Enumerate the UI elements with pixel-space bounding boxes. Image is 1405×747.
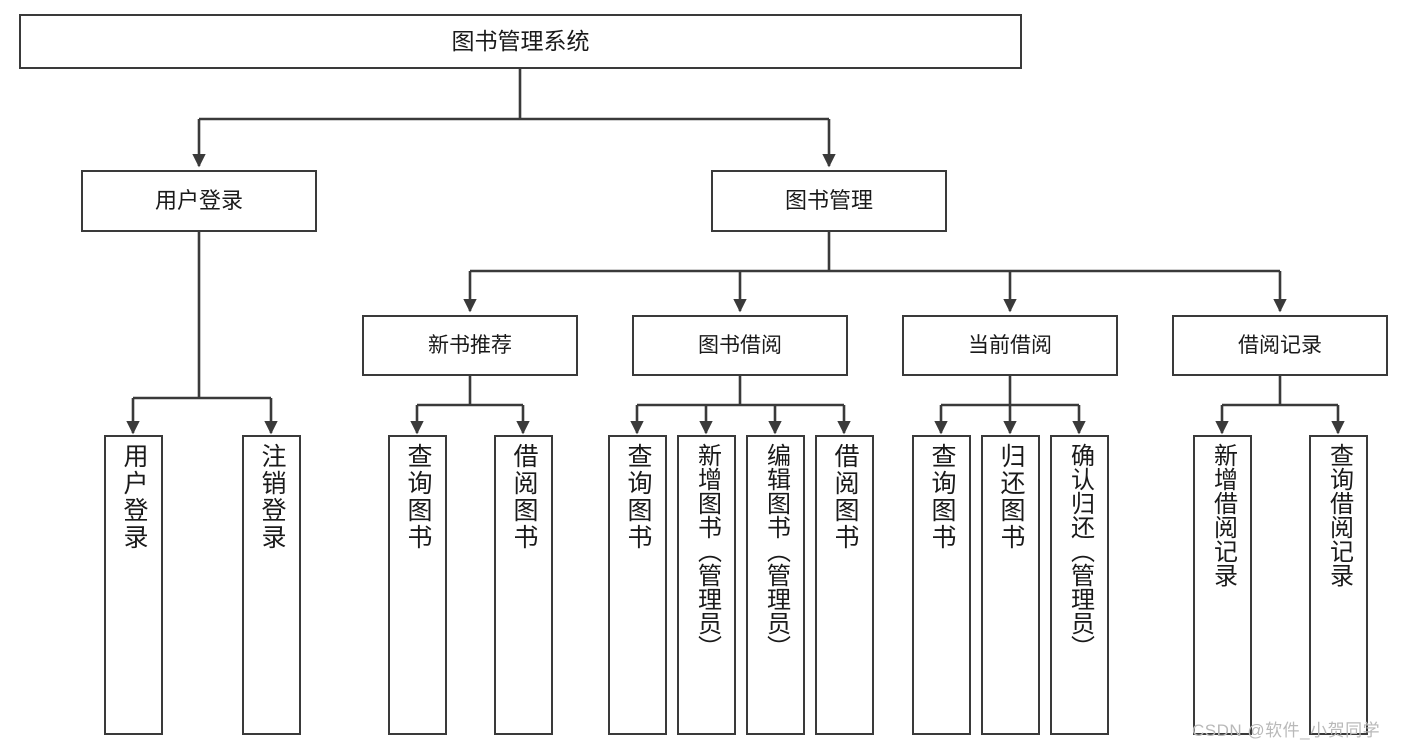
node-label: 新书推荐 <box>428 333 512 357</box>
leaf-book-borrow-add[interactable]: 新增图书（管理员） <box>677 435 736 735</box>
leaf-new-book-borrow[interactable]: 借阅图书 <box>494 435 553 735</box>
watermark: CSDN @软件_小贺同学 <box>1192 721 1381 740</box>
node-root-system[interactable]: 图书管理系统 <box>19 14 1022 69</box>
node-label: 归还图书 <box>997 443 1025 551</box>
node-label: 新增图书（管理员） <box>693 443 721 659</box>
node-label: 确认归还（管理员） <box>1066 443 1094 659</box>
leaf-borrow-record-query[interactable]: 查询借阅记录 <box>1309 435 1368 735</box>
leaf-borrow-record-add[interactable]: 新增借阅记录 <box>1193 435 1252 735</box>
node-label: 图书管理 <box>784 187 873 213</box>
leaf-current-borrow-return[interactable]: 归还图书 <box>981 435 1040 735</box>
node-label: 借阅图书 <box>510 443 538 551</box>
node-label: 用户登录 <box>120 443 148 551</box>
leaf-book-borrow-borrow[interactable]: 借阅图书 <box>815 435 874 735</box>
leaf-book-borrow-edit[interactable]: 编辑图书（管理员） <box>746 435 805 735</box>
node-label: 当前借阅 <box>968 333 1052 357</box>
leaf-user-login-login[interactable]: 用户登录 <box>104 435 163 735</box>
node-label: 借阅记录 <box>1238 333 1322 357</box>
node-label: 查询图书 <box>928 443 956 551</box>
node-borrow-record[interactable]: 借阅记录 <box>1172 315 1388 376</box>
node-label: 查询图书 <box>624 443 652 551</box>
leaf-user-login-logout[interactable]: 注销登录 <box>242 435 301 735</box>
leaf-new-book-query[interactable]: 查询图书 <box>388 435 447 735</box>
leaf-current-borrow-query[interactable]: 查询图书 <box>912 435 971 735</box>
node-current-borrow[interactable]: 当前借阅 <box>902 315 1118 376</box>
node-user-login[interactable]: 用户登录 <box>81 170 317 232</box>
node-book-borrow[interactable]: 图书借阅 <box>632 315 848 376</box>
node-label: 查询借阅记录 <box>1325 443 1353 587</box>
leaf-current-borrow-confirm-return[interactable]: 确认归还（管理员） <box>1050 435 1109 735</box>
node-label: 查询图书 <box>404 443 432 551</box>
node-label: 图书管理系统 <box>451 27 590 54</box>
node-label: 编辑图书（管理员） <box>762 443 790 659</box>
node-label: 用户登录 <box>154 187 243 213</box>
node-label: 借阅图书 <box>831 443 859 551</box>
node-new-book-recommend[interactable]: 新书推荐 <box>362 315 578 376</box>
leaf-book-borrow-query[interactable]: 查询图书 <box>608 435 667 735</box>
node-label: 新增借阅记录 <box>1209 443 1237 587</box>
node-book-management[interactable]: 图书管理 <box>711 170 947 232</box>
node-label: 注销登录 <box>258 443 286 551</box>
node-label: 图书借阅 <box>698 333 782 357</box>
